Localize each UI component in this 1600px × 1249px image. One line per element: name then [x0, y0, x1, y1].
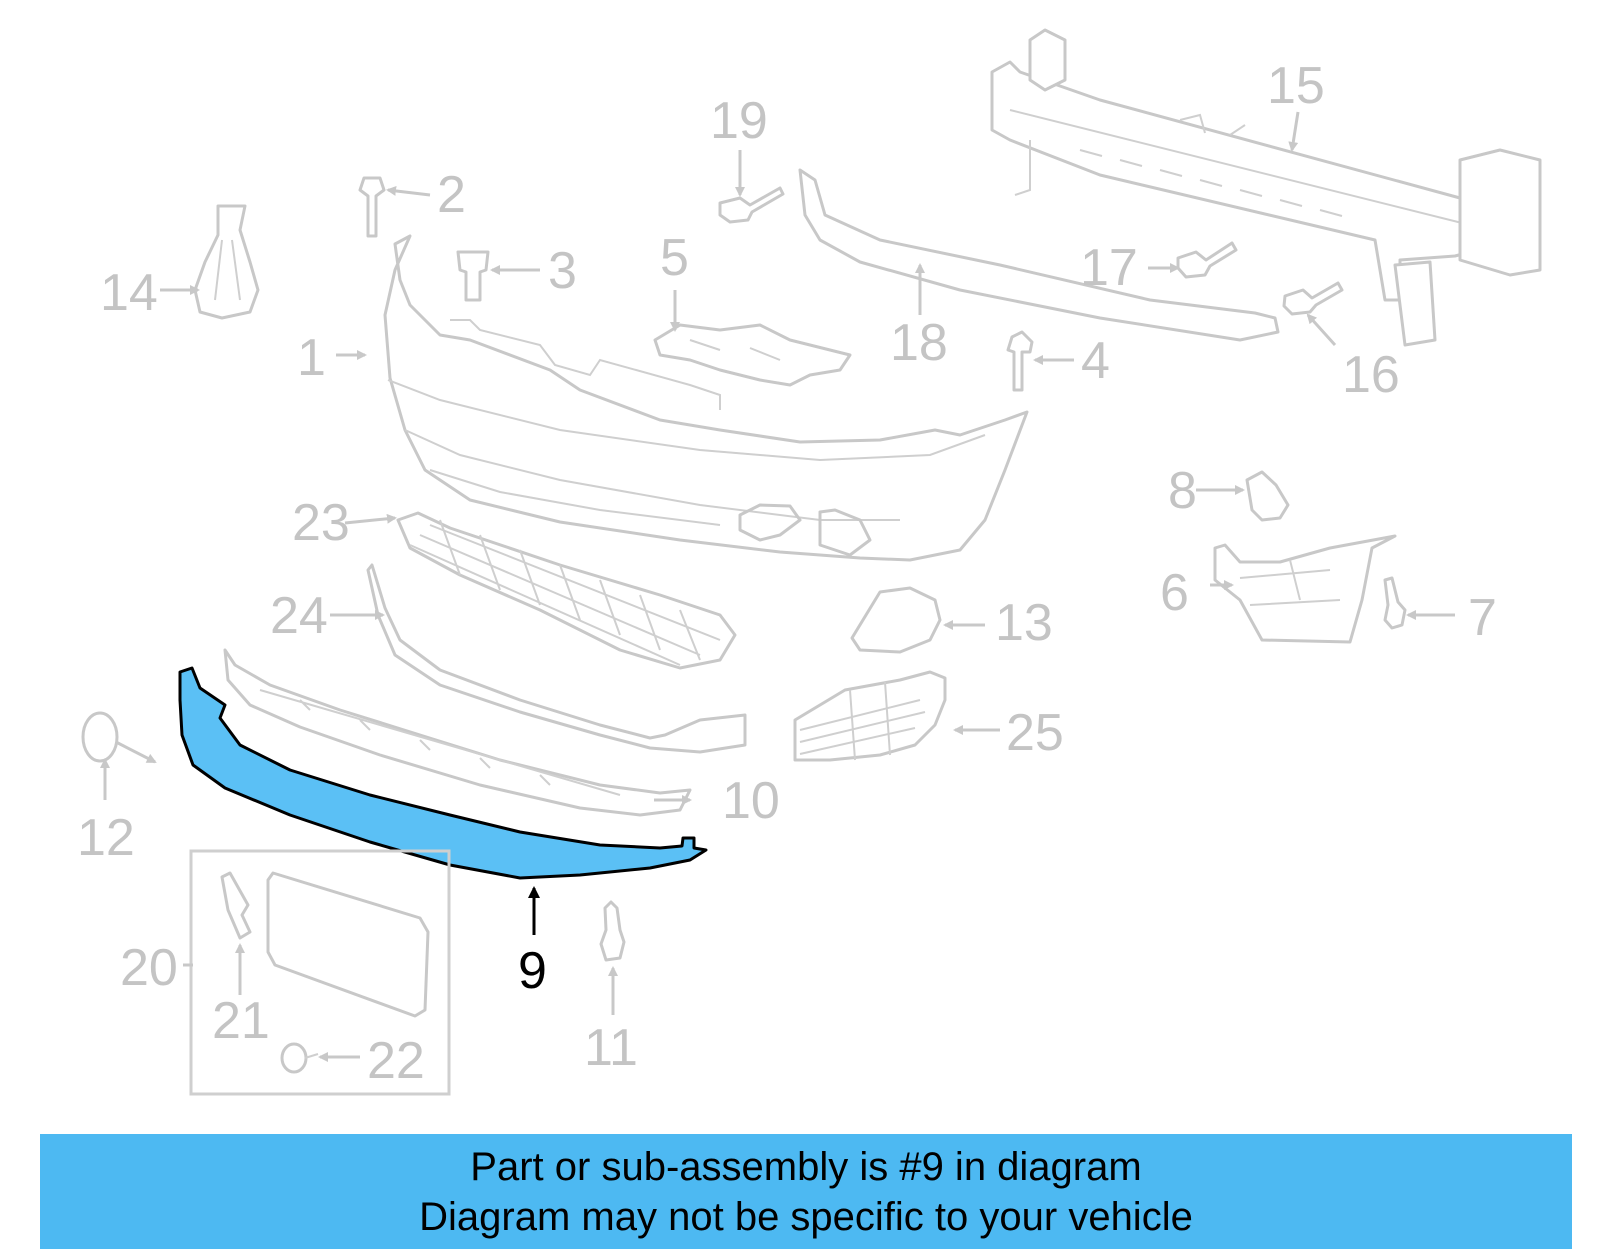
- part-3-nut: [456, 250, 490, 302]
- callout-labels: 1 2 3 4 5 6 7 8 9 10 11 12 13 14 15 16 1…: [77, 57, 1497, 1090]
- part-8-nut: [1245, 470, 1290, 522]
- callout-4: 4: [1081, 332, 1110, 390]
- callout-3: 3: [548, 242, 577, 300]
- part-24-molding: [366, 563, 747, 754]
- part-18-absorber: [798, 168, 1280, 342]
- part-17-bolt: [1176, 241, 1238, 279]
- callout-21: 21: [212, 992, 270, 1050]
- callout-22: 22: [367, 1032, 425, 1090]
- callout-19: 19: [710, 92, 768, 150]
- part-25-fog-grille: [793, 670, 947, 762]
- info-banner: Part or sub-assembly is #9 in diagram Di…: [40, 1134, 1572, 1249]
- callout-1: 1: [297, 329, 326, 387]
- part-6-side-bracket: [1213, 534, 1397, 644]
- callout-25: 25: [1006, 704, 1064, 762]
- callout-7: 7: [1468, 589, 1497, 647]
- leader-lines: [100, 111, 1455, 1062]
- callout-20: 20: [120, 939, 178, 997]
- callout-8: 8: [1168, 462, 1197, 520]
- callout-14: 14: [100, 264, 158, 322]
- callout-15: 15: [1267, 57, 1325, 115]
- callout-10: 10: [722, 772, 780, 830]
- part-19-bolt: [718, 186, 785, 224]
- callout-24: 24: [270, 587, 328, 645]
- part-20-plate-bracket-group: [189, 849, 451, 1096]
- callout-17: 17: [1080, 239, 1138, 297]
- part-4-bolt: [1006, 330, 1034, 392]
- banner-line-1: Part or sub-assembly is #9 in diagram: [470, 1145, 1142, 1189]
- callout-13: 13: [995, 594, 1053, 652]
- part-2-clip: [358, 176, 386, 238]
- callout-2: 2: [437, 166, 466, 224]
- callout-6: 6: [1160, 564, 1189, 622]
- part-1-bumper-cover: [383, 234, 1029, 562]
- part-12-plug: [81, 711, 157, 764]
- part-15-reinforcement-beam: [990, 28, 1542, 347]
- banner-line-2: Diagram may not be specific to your vehi…: [419, 1195, 1193, 1239]
- callout-5: 5: [660, 229, 689, 287]
- part-14-cover: [193, 204, 260, 320]
- part-11-bolt: [599, 900, 626, 962]
- part-16-bolt: [1282, 281, 1344, 316]
- callout-18: 18: [890, 314, 948, 372]
- part-13-cap: [850, 586, 942, 654]
- callout-23: 23: [292, 494, 350, 552]
- part-7-bolt: [1383, 576, 1407, 630]
- part-23-grille: [396, 511, 737, 670]
- fasteners: [358, 176, 1407, 962]
- callout-16: 16: [1342, 346, 1400, 404]
- part-5-bracket: [653, 323, 852, 387]
- callout-11: 11: [584, 1019, 638, 1077]
- callout-9: 9: [518, 942, 547, 1000]
- callout-12: 12: [77, 809, 135, 867]
- part-9-deflector-highlighted: [178, 666, 708, 880]
